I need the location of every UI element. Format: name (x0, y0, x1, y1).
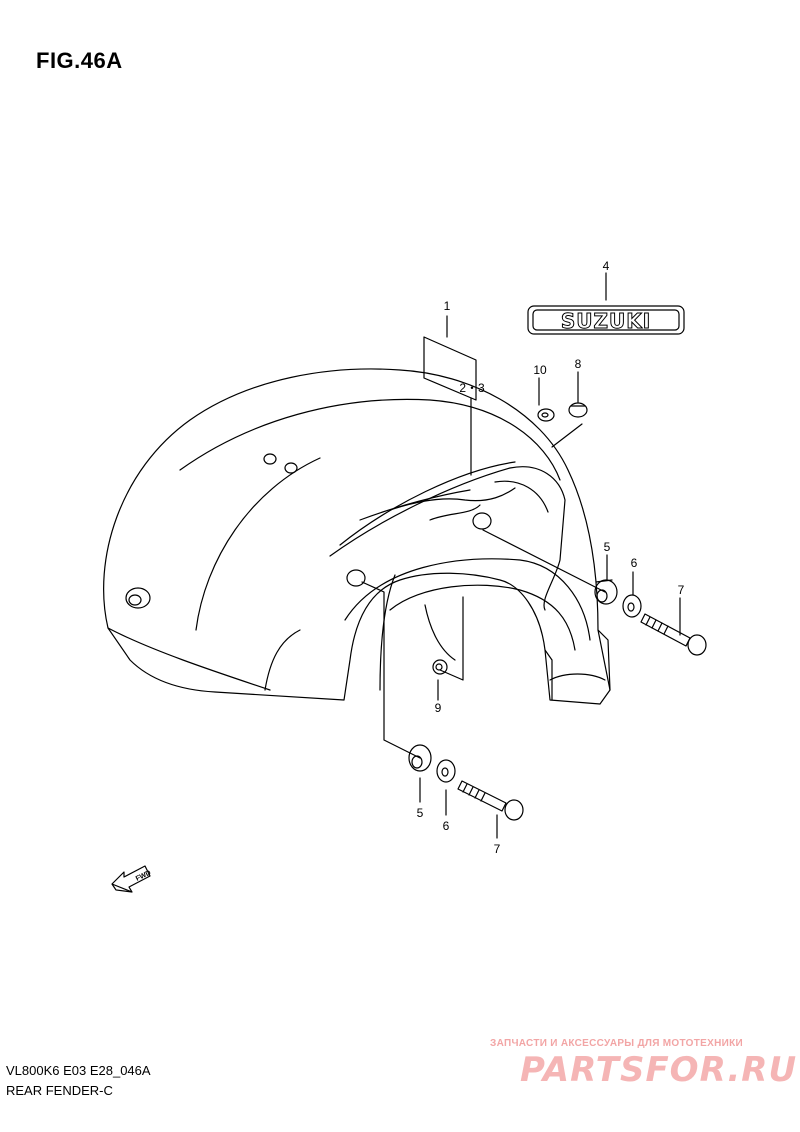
figure-title: FIG.46A (36, 48, 123, 73)
watermark-tagline: ЗАПЧАСТИ И АКСЕССУАРЫ ДЛЯ МОТОТЕХНИКИ (490, 1038, 743, 1049)
diagram-name: REAR FENDER-C (6, 1083, 113, 1098)
callout-8: 8 (575, 357, 582, 371)
watermark-logo: PARTSFOR.RU (520, 1050, 798, 1090)
callout-2-3: 2・3 (459, 381, 485, 395)
fwd-arrow-icon: FWD (111, 865, 152, 893)
washer-right (622, 594, 642, 618)
clip-part-8 (568, 402, 588, 418)
callout-5-lower: 5 (417, 806, 424, 820)
callout-5-right: 5 (604, 540, 611, 554)
callout-7-lower: 7 (494, 842, 501, 856)
rear-fender (103, 368, 611, 705)
nut-part-9 (432, 659, 448, 675)
bolt-lower (457, 780, 524, 821)
leader-lines (361, 272, 681, 839)
callout-1: 1 (444, 299, 451, 313)
callout-7-right: 7 (678, 583, 685, 597)
callout-6-right: 6 (631, 556, 638, 570)
callout-10: 10 (533, 363, 547, 377)
callout-6-lower: 6 (443, 819, 450, 833)
bolt-right (640, 613, 707, 656)
diagram-code: VL800K6 E03 E28_046A (6, 1063, 151, 1078)
washer-lower (436, 759, 456, 783)
callout-9: 9 (435, 701, 442, 715)
grommet-right (594, 579, 618, 605)
suzuki-emblem (527, 305, 685, 335)
label-tag (423, 336, 477, 401)
emblem-text: SUZUKI (561, 309, 651, 333)
callout-4: 4 (603, 259, 610, 273)
clip-part-10 (537, 408, 555, 422)
